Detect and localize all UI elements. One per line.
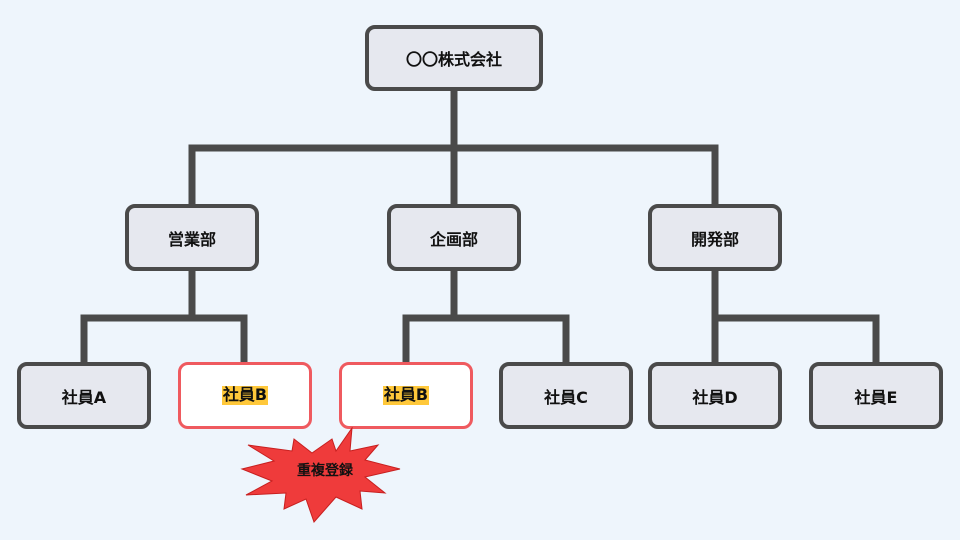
dept-sales-node: 営業部: [125, 204, 259, 271]
duplicate-burst-icon: [240, 427, 401, 523]
employee-a-node: 社員A: [17, 362, 151, 429]
dept-development-node: 開発部: [648, 204, 782, 271]
employee-e-node: 社員E: [809, 362, 943, 429]
company-label: 〇〇株式会社: [405, 50, 502, 69]
company-node: 〇〇株式会社: [365, 25, 543, 91]
employee-c-label: 社員C: [544, 387, 588, 407]
employee-b-planning-label: 社員B: [382, 385, 430, 405]
dept-sales-label: 営業部: [167, 229, 216, 249]
employee-b-sales-label: 社員B: [221, 385, 269, 405]
dept-development-label: 開発部: [690, 229, 739, 249]
employee-b-planning-node: 社員B: [339, 362, 473, 429]
employee-d-label: 社員D: [692, 387, 738, 407]
employee-d-node: 社員D: [648, 362, 782, 429]
duplicate-registration-label: 重複登録: [297, 463, 353, 479]
employee-b-sales-node: 社員B: [178, 362, 312, 429]
employee-a-label: 社員A: [61, 387, 107, 407]
dept-planning-label: 企画部: [429, 229, 478, 249]
employee-c-node: 社員C: [499, 362, 633, 429]
dept-planning-node: 企画部: [387, 204, 521, 271]
employee-e-label: 社員E: [854, 387, 898, 407]
